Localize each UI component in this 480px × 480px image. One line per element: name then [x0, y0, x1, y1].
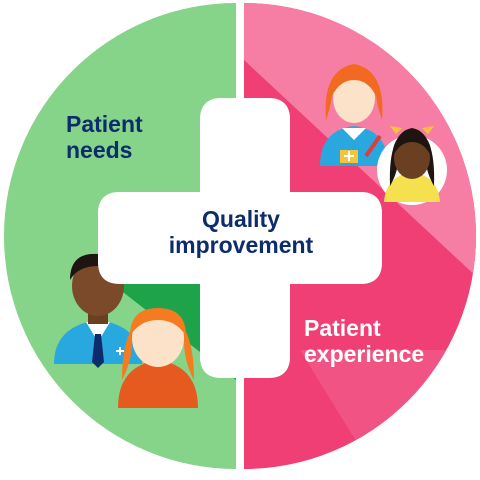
quality-improvement-line2: improvement: [168, 231, 314, 258]
center-cross-overlay: [98, 98, 382, 378]
quality-improvement-label: Quality improvement: [130, 206, 352, 259]
woman-orange-hair-avatar-icon: [118, 308, 198, 408]
patient-experience-line1: Patient: [304, 315, 381, 341]
patient-needs-line1: Patient: [66, 111, 143, 137]
nurse-avatar-icon: [320, 64, 388, 166]
quality-improvement-line1: Quality: [202, 206, 280, 232]
patient-needs-label: Patient needs: [66, 111, 143, 164]
patient-experience-label: Patient experience: [304, 315, 425, 368]
girl-avatar-icon: [377, 126, 447, 205]
patient-experience-line2: experience: [304, 340, 425, 367]
patient-needs-line2: needs: [66, 136, 133, 163]
